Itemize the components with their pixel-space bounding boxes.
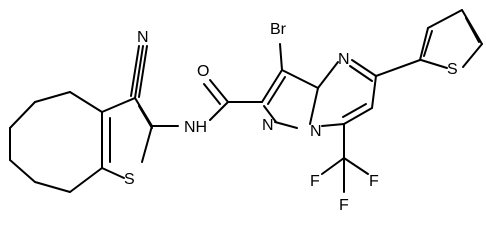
right-thiophene-ring [375,9,483,77]
pyrimidine-nitrogen-label: N [338,51,350,68]
pyrazole-nitrogen-bridge-label: N [310,123,322,140]
atom-labels: N NH S O Br N N N S F F F [124,21,458,214]
amide-nh-label: NH [184,119,207,136]
fluorine-bottom-label: F [339,197,349,214]
nitrile-nitrogen-label: N [137,29,149,46]
fluorine-right-label: F [369,173,379,190]
trifluoromethyl-bonds [321,157,369,193]
pyrazole-ring [261,69,319,129]
nitrile-bond [130,45,148,99]
bromine-label: Br [270,21,287,38]
bromine-bond [279,43,283,71]
structure-svg: N NH S O Br N N N S F F F [9,9,483,214]
carbonyl-oxygen-label: O [197,63,209,80]
right-thiophene-sulfur-label: S [447,61,458,78]
left-thiophene-sulfur-label: S [124,171,135,188]
pyrimidine-ring [317,59,377,159]
left-thiophene-ring [101,97,153,179]
molecule-structure-diagram: N NH S O Br N N N S F F F [9,9,483,215]
amide-linkage [151,79,263,127]
pyrazole-nitrogen-label: N [262,117,274,134]
fluorine-left-label: F [310,173,320,190]
cycloheptane-ring [9,91,103,193]
